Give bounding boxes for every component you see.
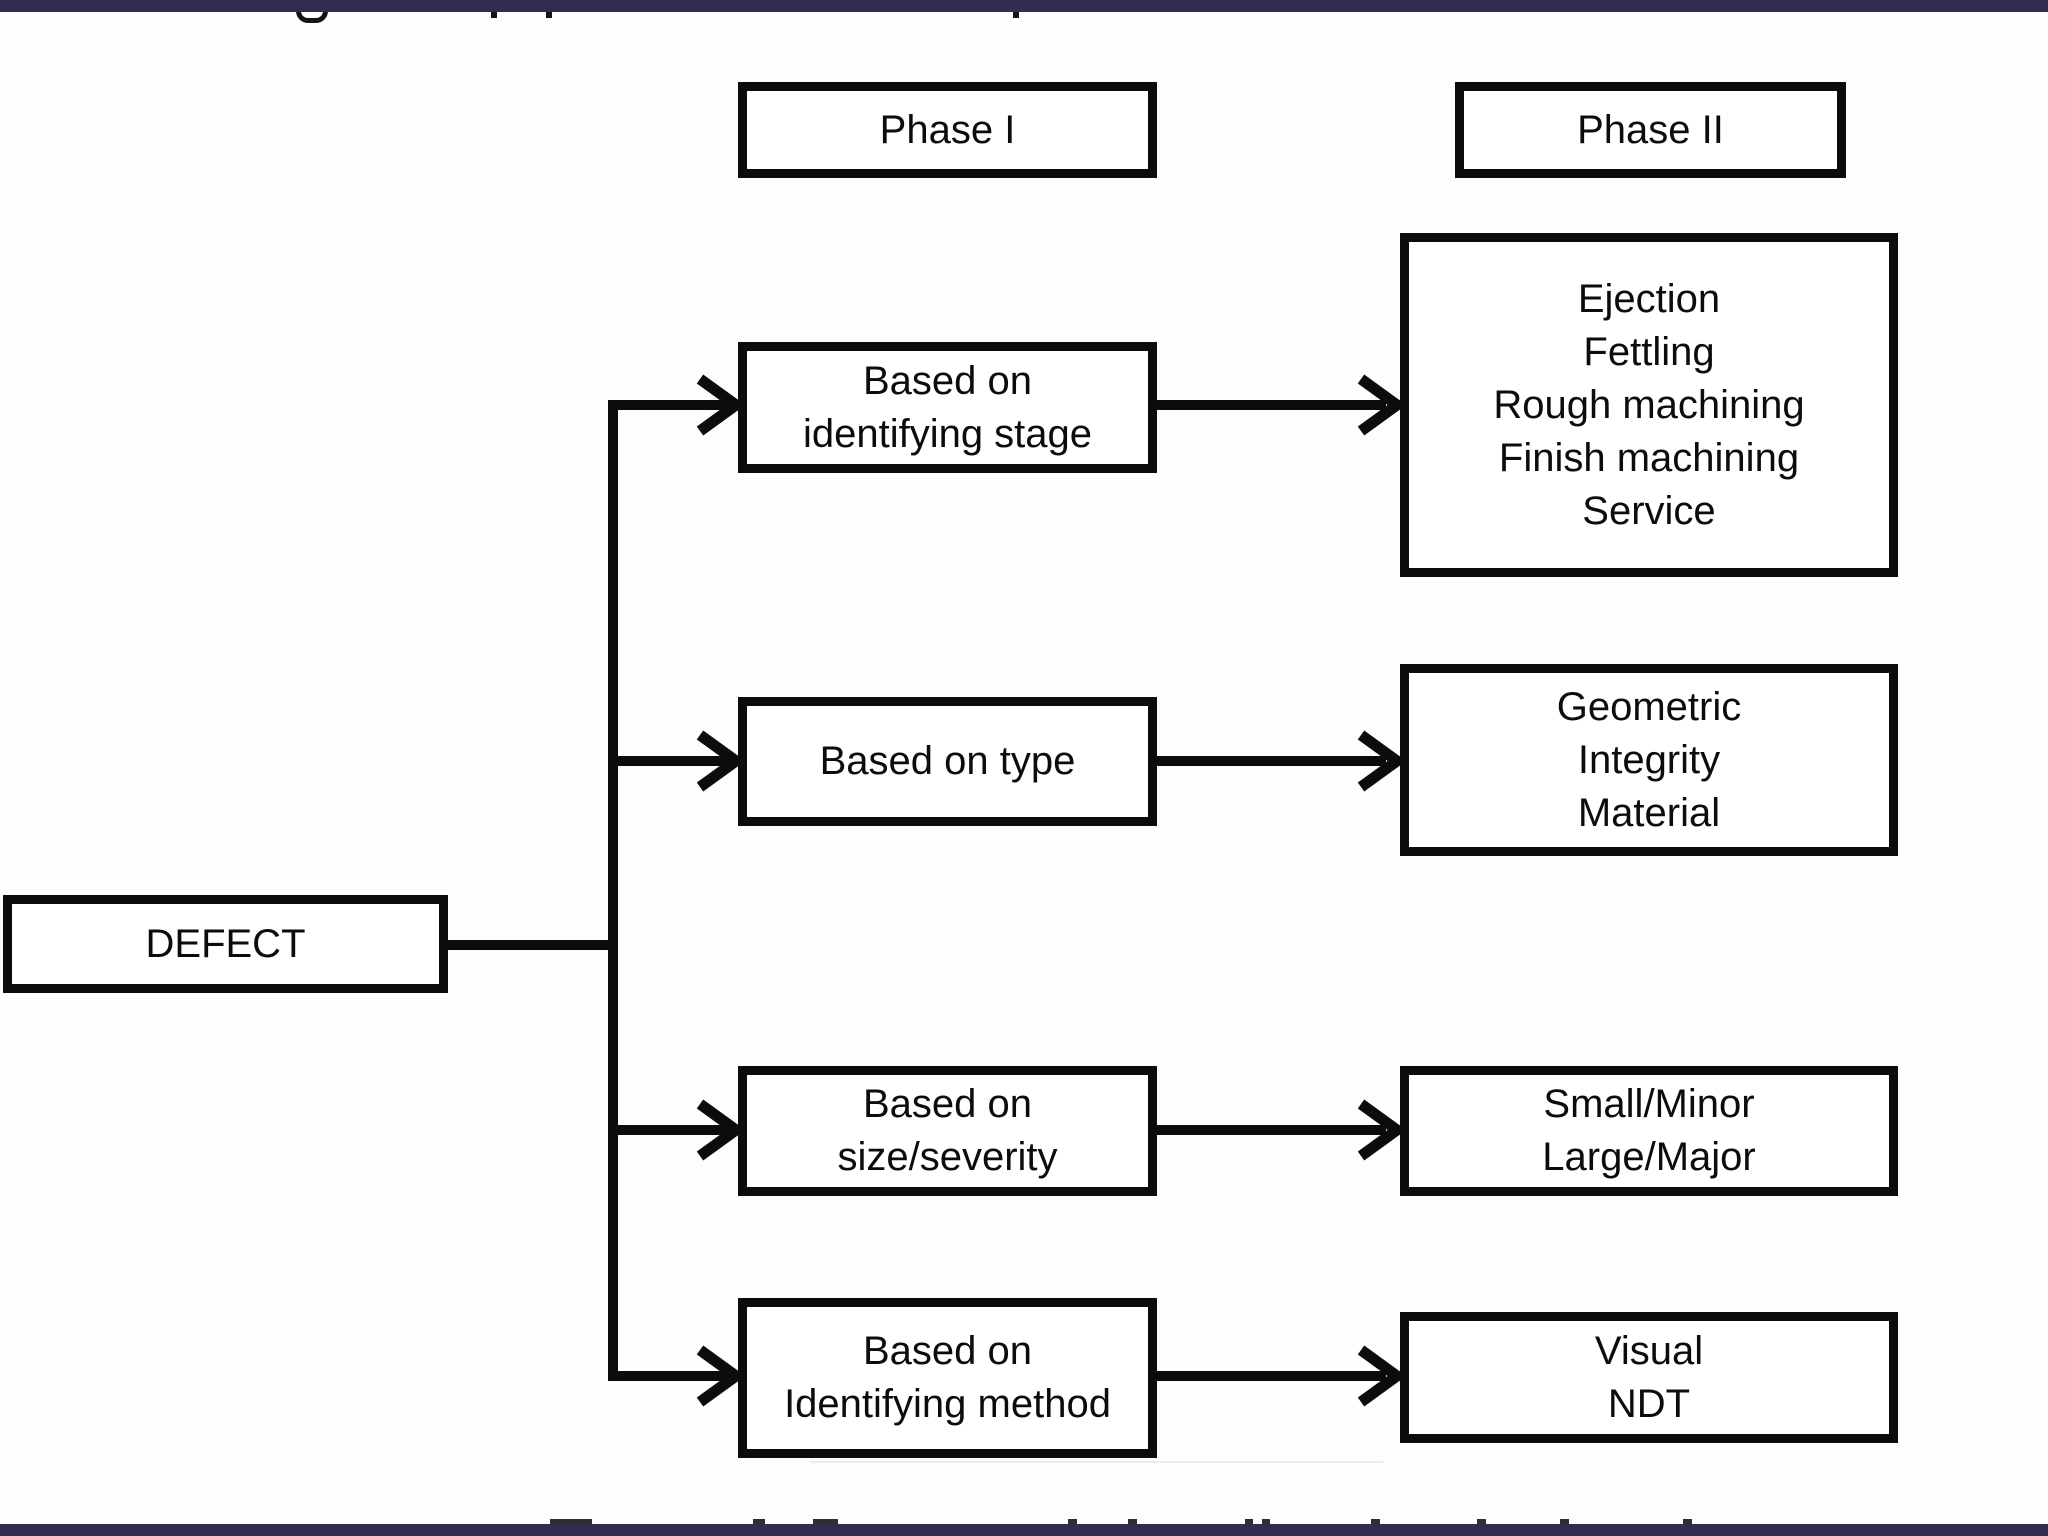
box-label-line: Rough machining bbox=[1493, 382, 1805, 427]
arrow-icon bbox=[696, 1345, 746, 1407]
box-label-line: Geometric bbox=[1556, 684, 1742, 729]
clipped-title-descender-fragment bbox=[546, 11, 552, 18]
arrow-icon bbox=[696, 730, 746, 792]
box-label-line: size/severity bbox=[837, 1135, 1058, 1179]
arrow-icon bbox=[696, 1099, 746, 1161]
arrow-icon bbox=[696, 374, 746, 436]
phase1-box-identifying-stage: Based on identifying stage bbox=[738, 342, 1157, 473]
phase2-box-type: Geometric Integrity Material bbox=[1400, 664, 1898, 856]
clipped-caption-fragment bbox=[1068, 1519, 1077, 1524]
box-label-line: Integrity bbox=[1577, 737, 1721, 782]
phase2-box-identifying-stage: Ejection Fettling Rough machining Finish… bbox=[1400, 233, 1898, 577]
arrow-icon bbox=[1357, 1099, 1407, 1161]
box-label-line: identifying stage bbox=[802, 411, 1093, 456]
clipped-caption-fragment bbox=[550, 1519, 592, 1524]
box-label-line: Material bbox=[1577, 790, 1721, 835]
box-label-line: NDT bbox=[1607, 1381, 1691, 1426]
phase2-box-identifying-method: Visual NDT bbox=[1400, 1312, 1898, 1443]
phase2-header-label: Phase II bbox=[1577, 107, 1724, 152]
clipped-caption-fragment bbox=[1262, 1519, 1270, 1524]
clipped-caption-fragment bbox=[1371, 1519, 1380, 1524]
box-label-line: Small/Minor bbox=[1543, 1082, 1755, 1126]
clipped-caption-fragment bbox=[813, 1519, 838, 1524]
box-label-line: Based on type bbox=[819, 739, 1076, 783]
arrowheads bbox=[696, 374, 1407, 1407]
phase2-header-box: Phase II bbox=[1455, 82, 1846, 178]
clipped-caption-fragment bbox=[1245, 1519, 1253, 1524]
phase1-header-label: Phase I bbox=[879, 107, 1016, 152]
box-label-line: Identifying method bbox=[784, 1382, 1111, 1426]
defect-label: DEFECT bbox=[145, 921, 306, 966]
arrow-icon bbox=[1357, 374, 1407, 436]
phase1-header-box: Phase I bbox=[738, 82, 1157, 178]
box-label-line: Service bbox=[1582, 488, 1716, 533]
box-label-line: Visual bbox=[1594, 1328, 1704, 1373]
clipped-caption-fragment bbox=[753, 1519, 765, 1524]
defect-box: DEFECT bbox=[3, 895, 448, 993]
faint-rule bbox=[810, 1461, 1383, 1463]
box-label-line: Ejection bbox=[1577, 276, 1721, 321]
clipped-caption-fragment bbox=[1128, 1519, 1137, 1524]
phase1-box-size-severity: Based on size/severity bbox=[738, 1066, 1157, 1196]
box-label-line: Large/Major bbox=[1542, 1135, 1756, 1179]
phase1-box-type: Based on type bbox=[738, 697, 1157, 826]
clipped-caption-fragment bbox=[1477, 1519, 1486, 1524]
clipped-title-descender-fragment bbox=[1013, 11, 1019, 18]
box-label-line: Fettling bbox=[1583, 329, 1715, 374]
box-label-line: Finish machining bbox=[1498, 435, 1800, 480]
clipped-title-descender-fragment bbox=[296, 7, 328, 23]
clipped-caption-fragment bbox=[1560, 1519, 1569, 1524]
top-clipped-band bbox=[0, 0, 2048, 12]
arrow-icon bbox=[1357, 1345, 1407, 1407]
clipped-caption-fragment bbox=[1683, 1519, 1692, 1524]
bottom-clipped-band bbox=[0, 1524, 2048, 1536]
box-label-line: Based on bbox=[862, 1082, 1033, 1126]
phase2-box-size-severity: Small/Minor Large/Major bbox=[1400, 1066, 1898, 1196]
arrow-icon bbox=[1357, 730, 1407, 792]
phase1-box-identifying-method: Based on Identifying method bbox=[738, 1298, 1157, 1458]
box-label-line: Based on bbox=[862, 1329, 1033, 1373]
box-label-line: Based on bbox=[862, 358, 1033, 403]
clipped-title-descender-fragment bbox=[491, 11, 497, 18]
